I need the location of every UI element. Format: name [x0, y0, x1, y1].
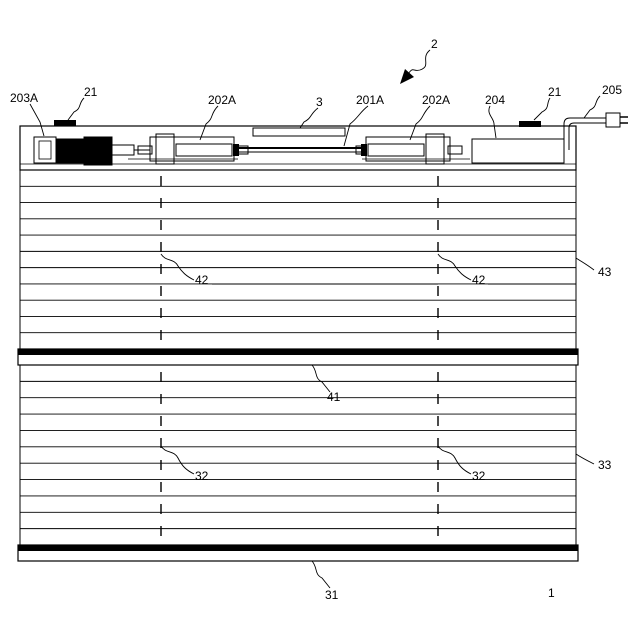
- power-plug-icon: [564, 113, 628, 150]
- label-upper-shade: 43: [598, 265, 612, 279]
- rod-assembly-right: [361, 134, 470, 164]
- label-rod-left: 202A: [208, 93, 236, 107]
- label-cord-lower-right: 32: [472, 469, 486, 483]
- label-shaft: 201A: [356, 93, 384, 107]
- label-middle-rail: 41: [327, 390, 341, 404]
- label-mount-right: 21: [548, 85, 562, 99]
- label-plug: 205: [602, 83, 622, 97]
- motor-unit: [34, 137, 150, 165]
- drive-shaft: [238, 146, 366, 154]
- label-motor: 203A: [10, 91, 38, 105]
- label-cord-upper-left: 42: [195, 273, 209, 287]
- middle-rail: [18, 349, 578, 365]
- label-cord-lower-left: 32: [195, 469, 209, 483]
- upper-pleated-shade: [20, 170, 576, 349]
- sensor-window: [253, 128, 345, 136]
- label-control-box: 204: [485, 93, 505, 107]
- label-sheet-number: 1: [548, 586, 555, 600]
- label-bottom-rail: 31: [325, 588, 339, 602]
- lower-pleated-shade: [20, 365, 576, 545]
- label-sensor: 3: [316, 95, 323, 109]
- leader-lines: [30, 50, 600, 588]
- mount-bracket-right: [519, 121, 541, 127]
- control-box: [472, 139, 564, 163]
- label-lower-shade: 33: [598, 458, 612, 472]
- bottom-rail: [18, 545, 578, 561]
- rod-assembly-left: [128, 134, 239, 164]
- label-rod-right: 202A: [422, 93, 450, 107]
- lift-cords: [161, 176, 438, 545]
- mount-bracket-left: [54, 120, 76, 126]
- arrow-icon: [400, 69, 414, 84]
- label-assembly: 2: [431, 37, 438, 51]
- label-cord-upper-right: 42: [472, 273, 486, 287]
- label-mount-left: 21: [84, 85, 98, 99]
